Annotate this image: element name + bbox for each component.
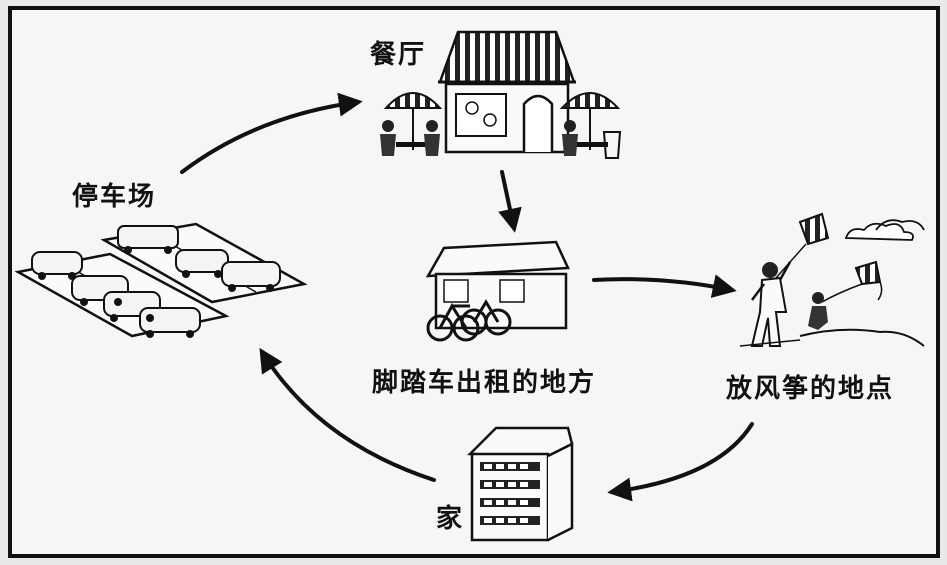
apartment-building-icon [467, 426, 574, 542]
restaurant-icon [380, 30, 622, 159]
arrow-restaurant-to-bike-rental [498, 170, 522, 233]
bike-rental-shop-icon [425, 240, 570, 342]
arrow-bike-rental-to-kite-place [592, 274, 737, 298]
bike-rental-label: 脚踏车出租的地方 [372, 368, 597, 398]
arrow-parking-to-restaurant [180, 92, 363, 174]
restaurant-label: 餐厅 [370, 40, 427, 70]
arrow-kite-place-to-home [607, 422, 754, 502]
home-label: 家 [436, 504, 465, 534]
kite-place-label: 放风筝的地点 [726, 374, 895, 404]
parking-label: 停车场 [72, 182, 157, 212]
arrow-home-to-parking [259, 347, 436, 482]
kite-flying-icon [739, 212, 925, 347]
parking-lot-icon [14, 222, 308, 338]
